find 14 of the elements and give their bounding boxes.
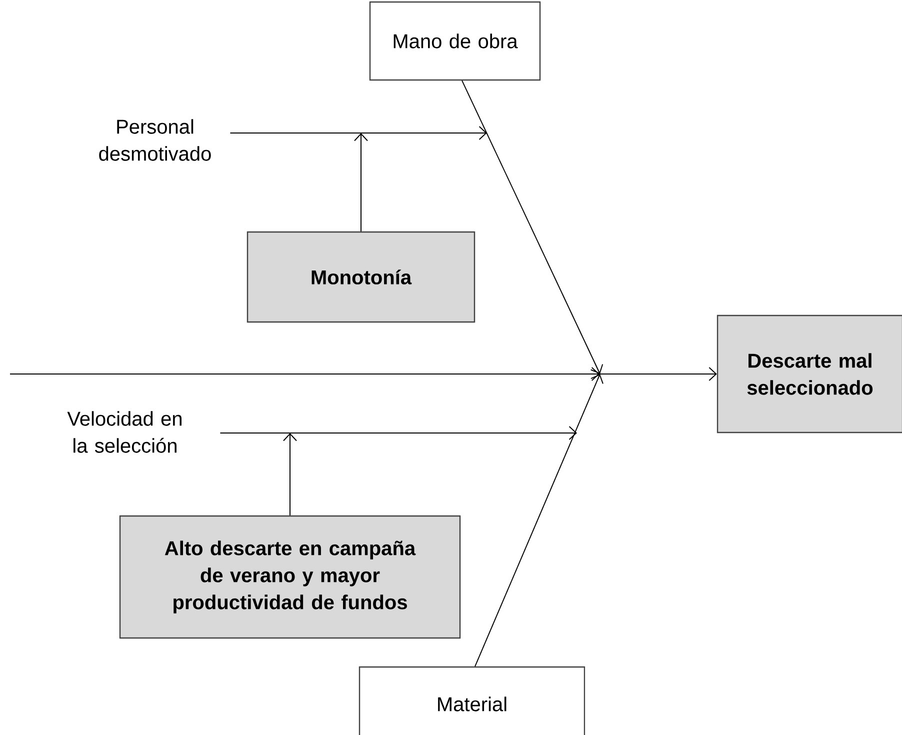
arrow: [230, 126, 487, 140]
root-cause-box: Alto descarte en campaña de verano y mayor productividad de fundos: [119, 515, 461, 639]
cause-label: Velocidad en la selección: [67, 411, 182, 453]
arrow: [10, 367, 717, 381]
arrow: [474, 374, 604, 667]
arrow: [283, 433, 297, 516]
arrow: [354, 133, 368, 232]
root-cause-box: Monotonía: [246, 231, 476, 323]
cause-category-box: Material: [358, 666, 586, 735]
cause-label: Personal desmotivado: [99, 119, 211, 161]
cause-category-box: Mano de obra: [369, 1, 541, 81]
arrow: [220, 426, 577, 440]
arrow: [462, 80, 604, 374]
effect-box: Descarte mal seleccionado: [716, 314, 902, 434]
